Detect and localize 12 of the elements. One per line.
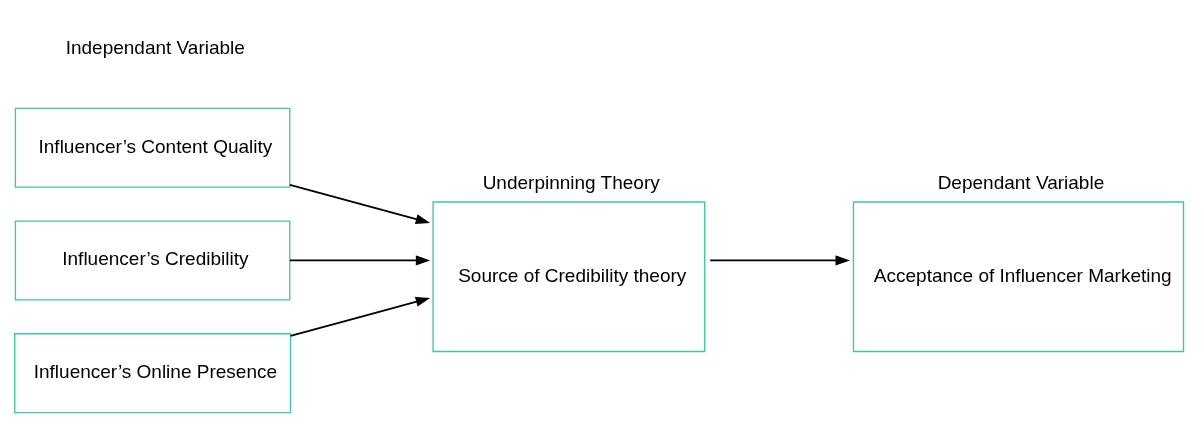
arrow [289,296,431,337]
node-box: Source of Credibility theory [432,200,706,352]
node-box: Influencer’s Content Quality [14,107,291,188]
node-label: Underpinning Theory [482,171,660,193]
arrow [709,254,850,265]
node-box: Influencer’s Online Presence [14,332,292,413]
label: Independant Variable [65,36,245,58]
arrow [289,183,431,224]
node-label: Dependant Variable [937,171,1105,193]
node-box: Influencer’s Credibility [14,219,291,300]
node-box: Acceptance of Influencer Marketing [852,200,1185,352]
arrow [289,254,431,265]
